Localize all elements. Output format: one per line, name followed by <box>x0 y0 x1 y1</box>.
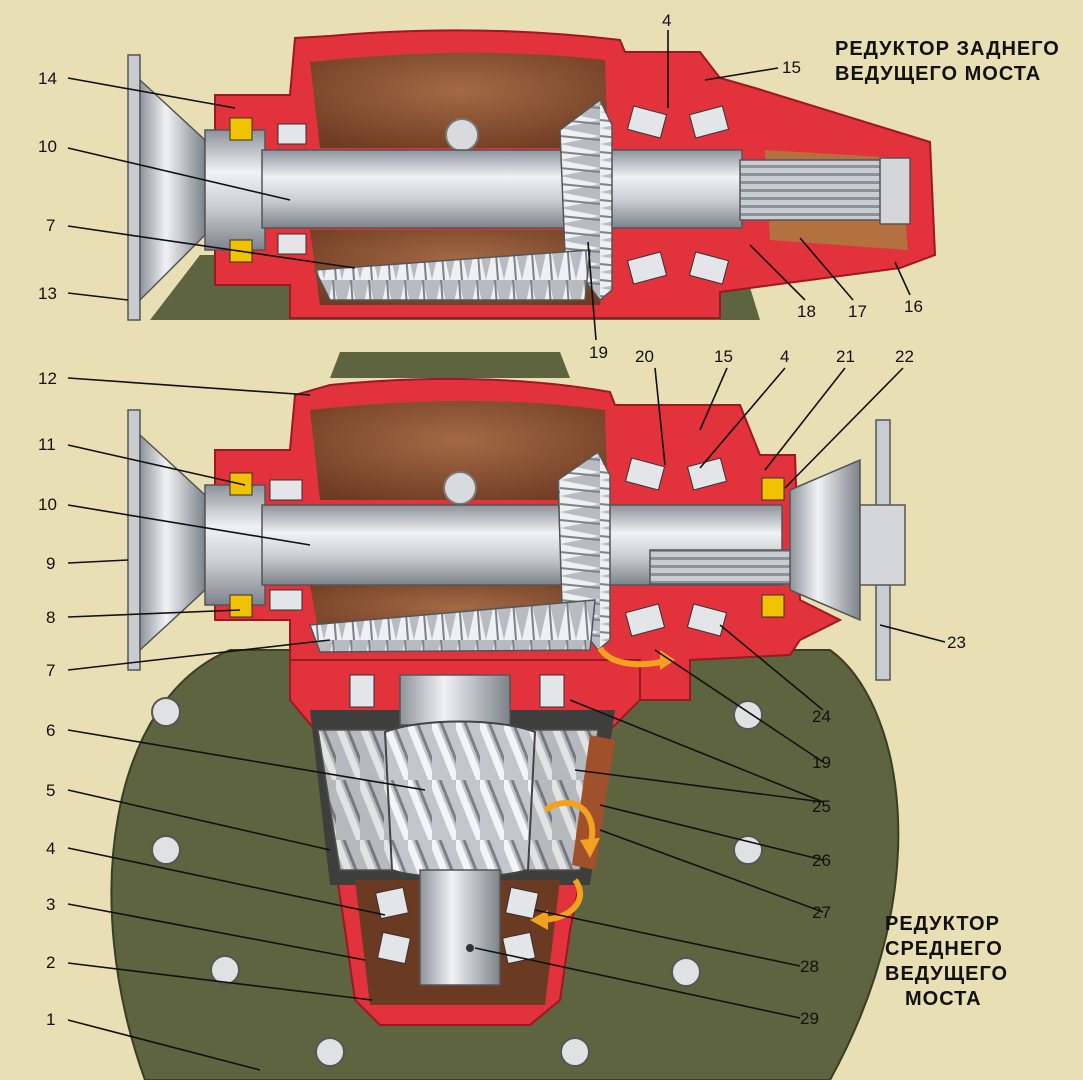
callout-6: 6 <box>46 721 55 740</box>
callout-5: 5 <box>46 781 55 800</box>
callout-11: 11 <box>38 435 56 454</box>
callout-21: 21 <box>836 347 855 366</box>
leader-lines <box>67 30 946 1071</box>
middle-callouts: 12 11 10 9 8 7 6 5 4 3 2 1 20 15 4 21 22… <box>38 347 966 1029</box>
middle-title-line2: СРЕДНЕГО <box>885 938 1003 960</box>
callout-19: 19 <box>812 753 831 772</box>
callout-22: 22 <box>895 347 914 366</box>
callout-23: 23 <box>947 633 966 652</box>
callout-4-right: 4 <box>780 347 789 366</box>
callout-4-top: 4 <box>662 11 671 30</box>
callout-7: 7 <box>46 661 55 680</box>
middle-reducer <box>127 377 906 1026</box>
callout-7-top: 7 <box>46 216 55 235</box>
rear-drive-shaft <box>261 149 743 229</box>
callout-9: 9 <box>46 554 55 573</box>
callout-25: 25 <box>812 797 831 816</box>
callout-17: 17 <box>848 302 867 321</box>
callout-8: 8 <box>46 608 55 627</box>
callout-16: 16 <box>904 297 923 316</box>
oil-flow-arrows <box>530 646 675 930</box>
titles: РЕДУКТОР ЗАДНЕГО ВЕДУЩЕГО МОСТА РЕДУКТОР… <box>835 38 1060 1010</box>
callout-28: 28 <box>800 957 819 976</box>
middle-title-line1: РЕДУКТОР <box>885 913 1000 935</box>
callout-4-left: 4 <box>46 839 55 858</box>
rear-inner-cavity <box>310 52 608 148</box>
callout-26: 26 <box>812 851 831 870</box>
callout-18: 18 <box>797 302 816 321</box>
middle-title-line4: МОСТА <box>905 988 982 1010</box>
callout-12: 12 <box>38 369 57 388</box>
callout-13: 13 <box>38 284 57 303</box>
rear-driven-gear <box>313 249 591 301</box>
callout-10: 10 <box>38 495 57 514</box>
callout-27: 27 <box>812 903 831 922</box>
middle-bearings <box>229 457 785 637</box>
callout-10-top: 10 <box>38 137 57 156</box>
callout-19-top: 19 <box>589 343 608 362</box>
rear-callouts: 14 10 7 13 4 15 18 17 16 19 <box>38 11 923 362</box>
rear-title-line1: РЕДУКТОР ЗАДНЕГО <box>835 38 1060 60</box>
rear-reducer <box>127 29 937 321</box>
rear-title-line2: ВЕДУЩЕГО МОСТА <box>835 63 1041 85</box>
rear-flange <box>127 54 141 321</box>
frame-bolt-heads <box>151 697 763 1067</box>
callout-24: 24 <box>812 707 831 726</box>
callout-20: 20 <box>635 347 654 366</box>
middle-driven-gear <box>308 599 596 653</box>
callout-14: 14 <box>38 69 57 88</box>
callout-15: 15 <box>714 347 733 366</box>
helical-pinion <box>383 720 537 879</box>
callout-29: 29 <box>800 1009 819 1028</box>
callout-1: 1 <box>46 1010 55 1029</box>
callout-15-top: 15 <box>782 58 801 77</box>
middle-title-line3: ВЕДУЩЕГО <box>885 963 1008 985</box>
callout-3: 3 <box>46 895 55 914</box>
rear-bearings <box>229 105 730 285</box>
callout-2: 2 <box>46 953 55 972</box>
